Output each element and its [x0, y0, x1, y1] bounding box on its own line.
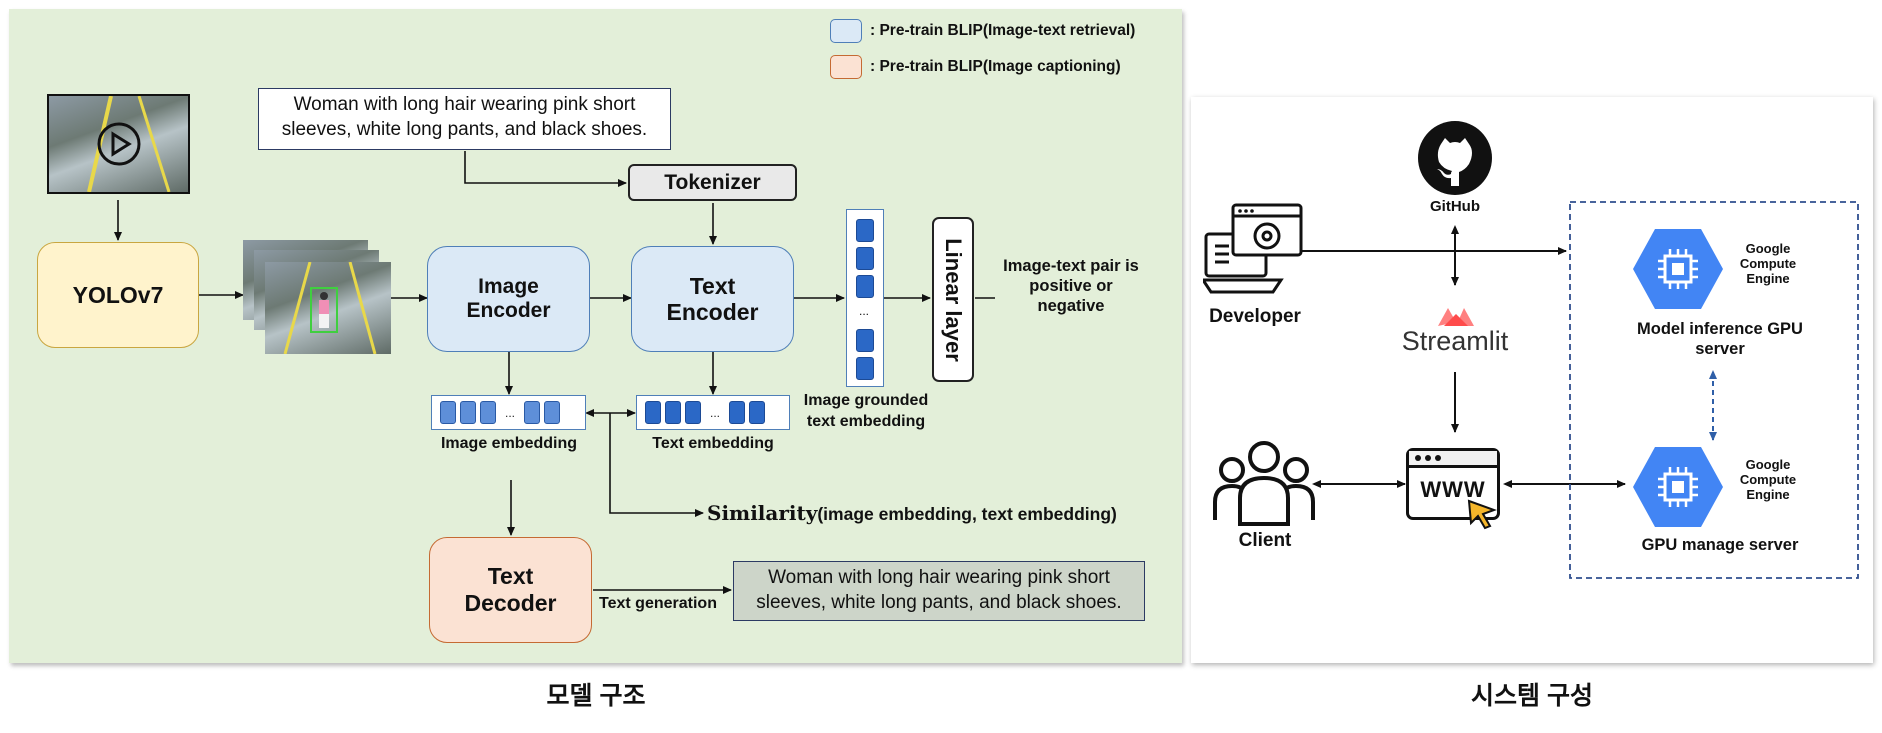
tokenizer-box: Tokenizer: [628, 164, 797, 201]
text-decoder-label: Text Decoder: [464, 563, 557, 616]
text-embedding-row: ...: [636, 395, 790, 430]
gcp-boundary: [1569, 201, 1859, 579]
yolo-box: YOLOv7: [37, 242, 199, 348]
text-token: [749, 401, 766, 424]
arrow-query-tokenizer: [464, 151, 627, 187]
image-embedding-label: Image embedding: [440, 435, 578, 452]
similarity-formula: Similarity(image embedding, text embeddi…: [707, 501, 1117, 525]
arrow-similarity: [609, 413, 704, 517]
model-server-label: Model inference GPU server: [1637, 320, 1803, 358]
crop-frame-front: [265, 261, 391, 355]
output-text-box: Woman with long hair wearing pink short …: [733, 561, 1145, 621]
manage-server-label: GPU manage server: [1641, 536, 1799, 554]
browser-titlebar: [1409, 451, 1497, 468]
linear-layer-box: Linear layer: [932, 217, 974, 382]
linear-layer-label: Linear layer: [941, 237, 967, 362]
grounded-token: [856, 357, 874, 380]
model-architecture-caption: 모델 구조: [546, 682, 646, 710]
image-encoder-label: Image Encoder: [466, 275, 551, 322]
text-token: [665, 401, 681, 424]
image-token: [480, 401, 496, 424]
www-label: WWW: [1420, 477, 1486, 502]
gce-manage-engine-label: Google Compute Engine: [1739, 457, 1797, 502]
text-token: [645, 401, 661, 424]
text-dots: ...: [710, 405, 721, 420]
github-icon: [1418, 121, 1492, 195]
play-icon: [97, 122, 141, 166]
cursor-icon: [1467, 499, 1497, 530]
text-decoder-box: Text Decoder: [429, 537, 592, 643]
text-generation-label: Text generation: [599, 595, 717, 612]
yolo-label: YOLOv7: [72, 281, 164, 308]
image-token: [544, 401, 561, 424]
grounded-dots: ...: [859, 304, 870, 318]
client-label: Client: [1238, 530, 1292, 551]
client-users-icon: [1213, 441, 1315, 526]
similarity-prefix: Similarity: [707, 501, 818, 525]
grounded-embedding-label: Image grounded text embedding: [803, 392, 929, 430]
grounded-token: [856, 219, 874, 242]
detected-person-icon: [283, 261, 377, 355]
grounded-token: [856, 247, 874, 270]
developer-label: Developer: [1209, 306, 1301, 327]
text-encoder-box: Text Encoder: [631, 246, 794, 352]
image-dots: ...: [505, 405, 516, 420]
gce-model-engine-label: Google Compute Engine: [1739, 241, 1797, 286]
similarity-args: (image embedding, text embedding): [817, 504, 1117, 524]
legend-retrieval-swatch: [830, 19, 862, 43]
input-video-thumbnail: [47, 94, 190, 194]
text-token: [729, 401, 746, 424]
text-encoder-label: Text Encoder: [666, 273, 759, 325]
gce-model-icon: [1633, 229, 1723, 309]
image-token: [460, 401, 476, 424]
github-label: GitHub: [1430, 198, 1480, 215]
query-text-box: Woman with long hair wearing pink short …: [258, 88, 671, 150]
system-architecture-panel: [1191, 97, 1873, 663]
grounded-token: [856, 329, 874, 352]
text-token: [685, 401, 701, 424]
image-token: [440, 401, 456, 424]
legend-retrieval-label: : Pre-train BLIP(Image-text retrieval): [870, 22, 1136, 39]
streamlit-logo-icon: [1438, 308, 1474, 326]
developer-laptop-icon: [1203, 203, 1303, 294]
image-encoder-box: Image Encoder: [427, 246, 590, 352]
grounded-embedding-stack: ...: [846, 209, 884, 387]
text-embedding-label: Text embedding: [652, 435, 774, 452]
image-token: [524, 401, 541, 424]
gce-manage-icon: [1633, 447, 1723, 527]
streamlit-label: Streamlit: [1401, 326, 1509, 356]
pair-result-label: Image-text pair is positive or negative: [1003, 257, 1139, 315]
legend-captioning-swatch: [830, 55, 862, 79]
grounded-token: [856, 275, 874, 298]
image-embedding-row: ...: [431, 395, 586, 430]
legend-captioning-label: : Pre-train BLIP(Image captioning): [870, 58, 1121, 75]
system-architecture-caption: 시스템 구성: [1471, 682, 1593, 710]
video-scene-icon: [87, 95, 171, 193]
tokenizer-label: Tokenizer: [664, 170, 761, 194]
